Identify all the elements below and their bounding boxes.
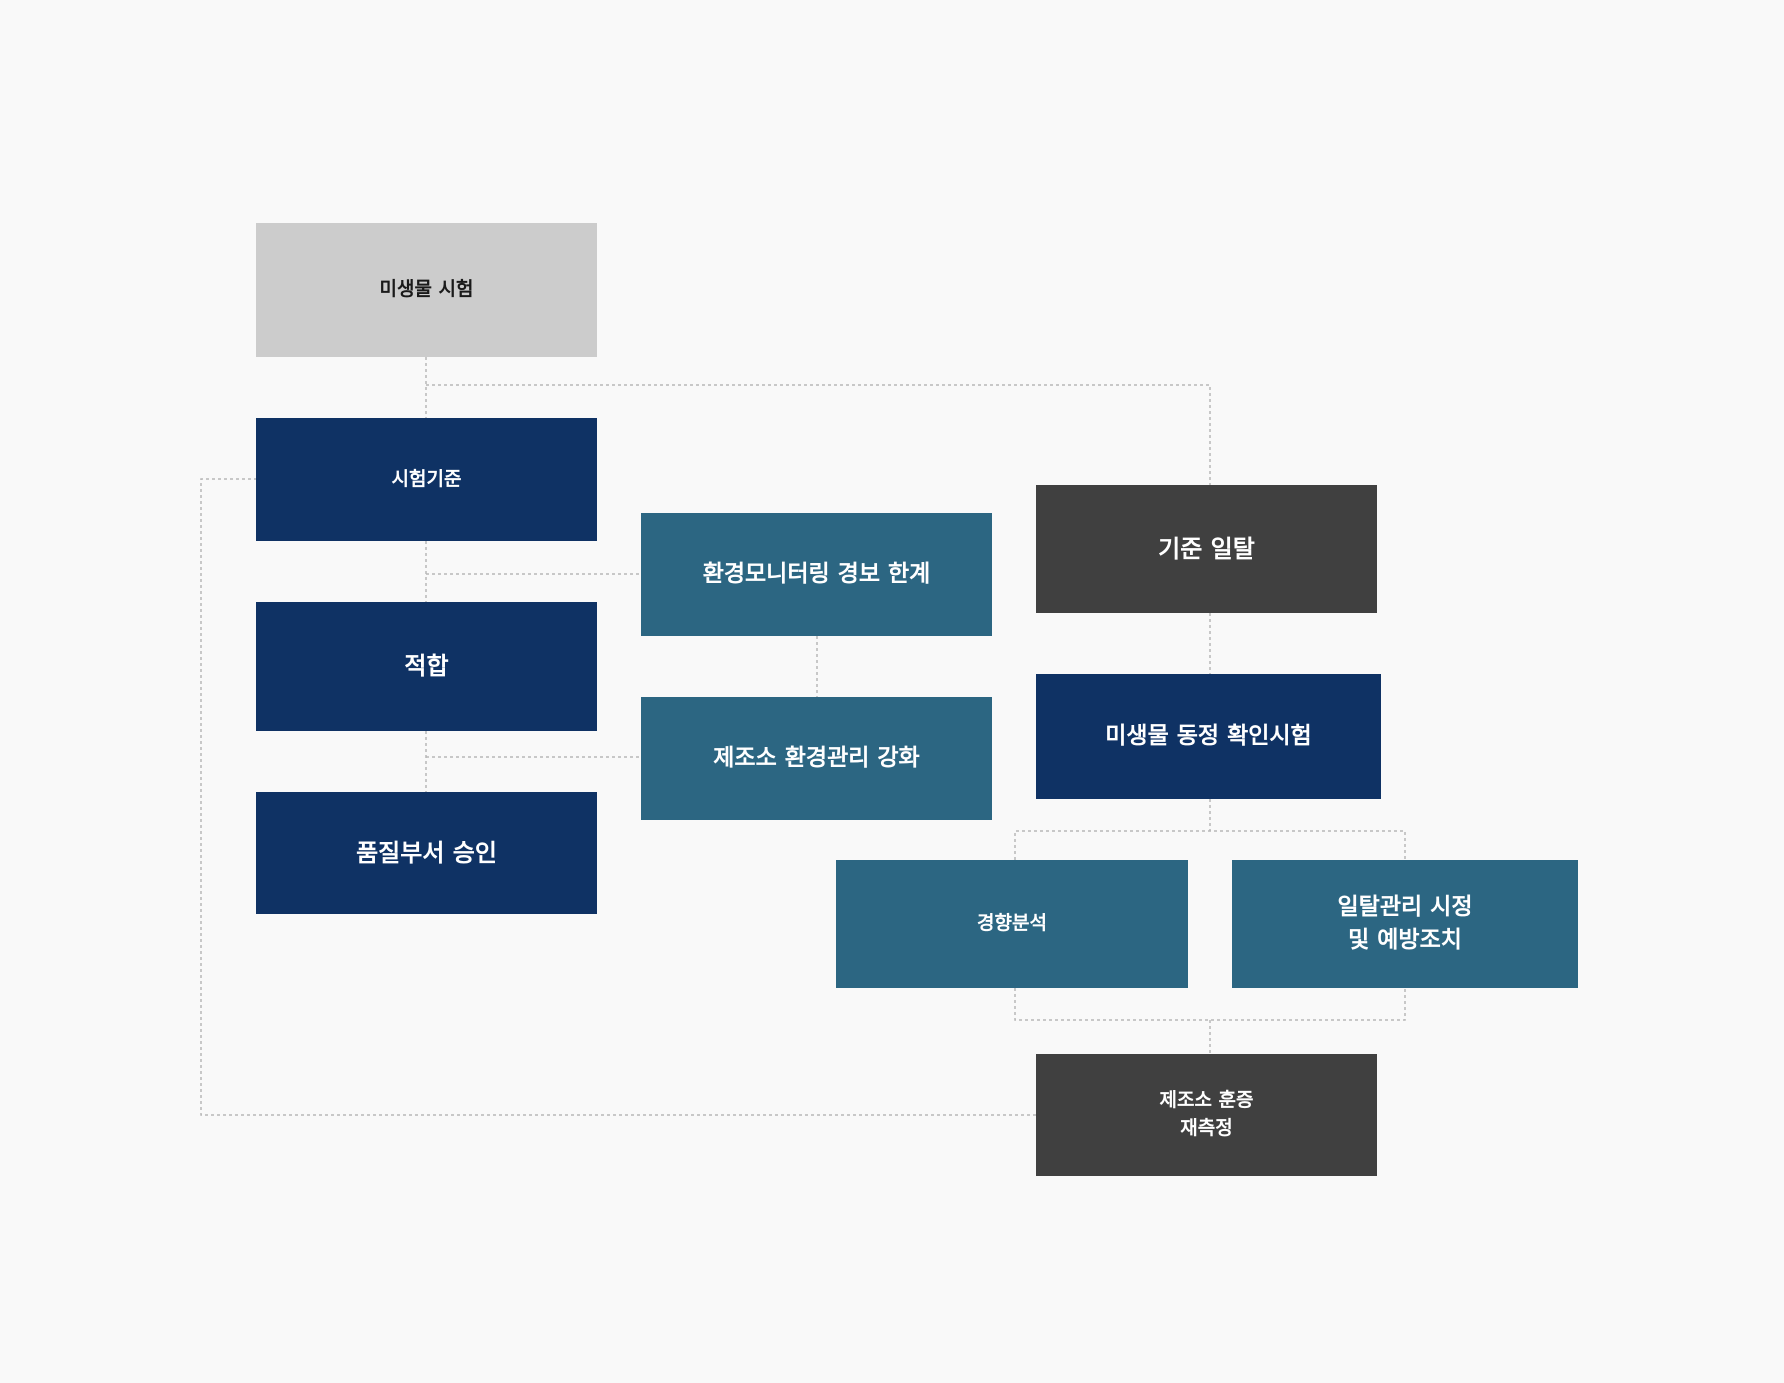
node-fumigation-label: 제조소 훈증 재측정 <box>1159 1089 1254 1139</box>
node-pass: 적합 <box>256 602 597 731</box>
node-trend-analysis-label: 경향분석 <box>977 912 1047 935</box>
node-corrective-action-label: 일탈관리 시정 및 예방조치 <box>1337 893 1473 953</box>
node-trend-analysis: 경향분석 <box>836 860 1188 988</box>
node-micro-test: 미생물 시험 <box>256 223 597 357</box>
connector-merge-to-fumigation <box>1014 988 1406 1054</box>
connector-identification-split <box>1014 799 1406 860</box>
node-env-strengthen: 제조소 환경관리 강화 <box>641 697 992 820</box>
node-fumigation: 제조소 훈증 재측정 <box>1036 1054 1377 1176</box>
node-corrective-action: 일탈관리 시정 및 예방조치 <box>1232 860 1578 988</box>
node-env-alert-label: 환경모니터링 경보 한계 <box>702 560 931 587</box>
node-micro-test-label: 미생물 시험 <box>379 278 474 301</box>
node-test-criteria: 시험기준 <box>256 418 597 541</box>
node-env-alert: 환경모니터링 경보 한계 <box>641 513 992 636</box>
node-qa-approval: 품질부서 승인 <box>256 792 597 914</box>
node-pass-label: 적합 <box>404 652 449 681</box>
node-deviation-label: 기준 일탈 <box>1158 534 1255 563</box>
node-deviation: 기준 일탈 <box>1036 485 1377 613</box>
node-identification-label: 미생물 동정 확인시험 <box>1105 722 1312 749</box>
node-env-strengthen-label: 제조소 환경관리 강화 <box>713 744 920 771</box>
node-qa-approval-label: 품질부서 승인 <box>356 838 497 867</box>
connector-feedback-loop <box>200 478 1036 1116</box>
node-test-criteria-label: 시험기준 <box>391 467 462 490</box>
node-identification: 미생물 동정 확인시험 <box>1036 674 1381 799</box>
